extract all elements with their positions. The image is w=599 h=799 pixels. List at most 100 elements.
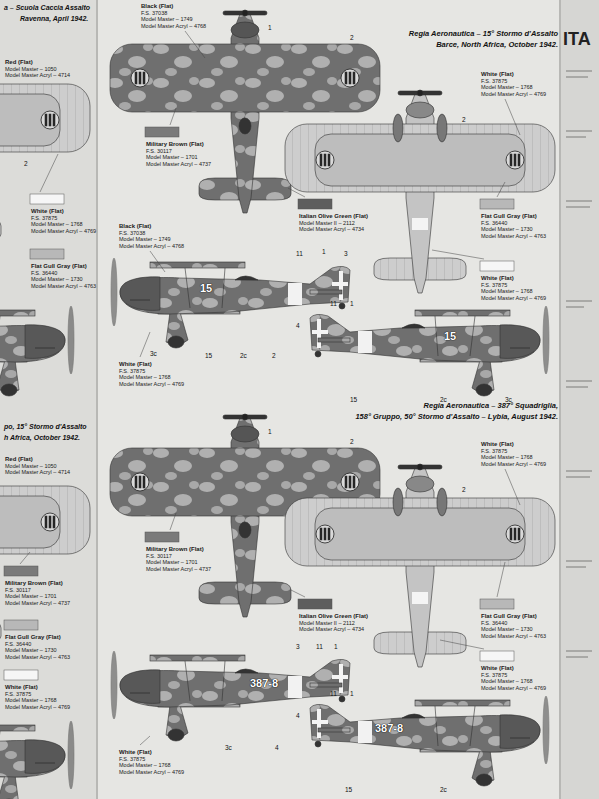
callout-number: 2 bbox=[350, 438, 354, 445]
callout-number: 1 bbox=[268, 24, 272, 31]
paint-name: Italian Olive Green (Flat) bbox=[299, 613, 371, 620]
paint-code: Model Master – 1768 bbox=[119, 762, 187, 768]
paint-code: Model Master Acryl – 4763 bbox=[31, 283, 99, 289]
paint-code: Model Master Acryl – 4763 bbox=[481, 233, 549, 239]
fuselage-code: 15 bbox=[200, 282, 212, 294]
illustration-part bbox=[30, 194, 64, 204]
paint-code: F.S. 37875 bbox=[481, 282, 549, 288]
callout-number: 1 bbox=[268, 428, 272, 435]
paint-code: Model Master – 1768 bbox=[31, 221, 99, 227]
fuselage-code: 15 bbox=[444, 330, 456, 342]
illustration-part bbox=[480, 261, 514, 271]
illustration-part bbox=[298, 199, 332, 209]
illustration-part bbox=[140, 736, 150, 745]
paint-name: Military Brown (Flat) bbox=[146, 546, 214, 553]
callout-number: 2 bbox=[462, 486, 466, 493]
callout-number: 11 bbox=[316, 643, 323, 650]
paint-code: Model Master Acryl – 4768 bbox=[141, 23, 209, 29]
paint-code: F.S. 37038 bbox=[119, 230, 187, 236]
callout-number: 4 bbox=[275, 744, 279, 751]
illustration-part bbox=[480, 599, 514, 609]
paint-code: F.S. 30117 bbox=[5, 587, 73, 593]
illustration-part bbox=[291, 590, 305, 597]
paint-code: Model Master – 1730 bbox=[5, 647, 73, 653]
paint-callout: Flat Gull Gray (Flat)F.S. 36440Model Mas… bbox=[4, 633, 74, 661]
illustration-part bbox=[566, 656, 588, 658]
illustration-part bbox=[497, 182, 505, 197]
illustration-part bbox=[566, 560, 592, 562]
paint-code: F.S. 36440 bbox=[5, 641, 73, 647]
paint-code: Model Master Acryl – 4769 bbox=[481, 91, 549, 97]
illustration-part bbox=[170, 513, 176, 530]
callout-number: 1 bbox=[350, 690, 354, 697]
illustration-part bbox=[566, 136, 586, 138]
paint-name: White (Flat) bbox=[5, 684, 73, 691]
panel-title: Ravenna, April 1942. bbox=[20, 15, 88, 23]
paint-callout: White (Flat)F.S. 37875Model Master – 176… bbox=[118, 360, 188, 388]
paint-name: White (Flat) bbox=[481, 71, 549, 78]
paint-code: Model Master Acryl – 4769 bbox=[119, 769, 187, 775]
paint-code: Model Master – 1701 bbox=[5, 593, 73, 599]
paint-code: F.S. 36440 bbox=[481, 220, 549, 226]
callout-number: 15 bbox=[345, 786, 352, 793]
paint-code: Model Master II – 2112 bbox=[299, 620, 371, 626]
paint-callout: Military Brown (Flat)F.S. 30117Model Mas… bbox=[145, 545, 215, 573]
paint-code: Model Master – 1749 bbox=[119, 236, 187, 242]
callout-number: 2 bbox=[272, 352, 276, 359]
callout-number: 4 bbox=[296, 712, 300, 719]
panel-title: po, 15° Stormo d'Assalto bbox=[4, 423, 87, 431]
paint-callout: Military Brown (Flat)F.S. 30117Model Mas… bbox=[4, 579, 74, 607]
illustration-part bbox=[145, 532, 179, 542]
callout-number: 2 bbox=[462, 116, 466, 123]
paint-code: Model Master Acryl – 4714 bbox=[5, 469, 73, 475]
paint-code: Model Master – 1768 bbox=[481, 454, 549, 460]
paint-code: Model Master – 1749 bbox=[141, 16, 209, 22]
paint-code: Model Master Acryl – 4769 bbox=[481, 295, 549, 301]
illustration-part bbox=[566, 206, 590, 208]
illustration-part bbox=[559, 0, 561, 799]
panel-title: 158° Gruppo, 50° Stormo d'Assalto – Lybi… bbox=[355, 413, 558, 421]
callout-number: 2 bbox=[350, 34, 354, 41]
paint-code: Model Master Acryl – 4769 bbox=[481, 685, 549, 691]
paint-code: Model Master Acryl – 4763 bbox=[481, 633, 549, 639]
paint-callout: Italian Olive Green (Flat)Model Master I… bbox=[298, 212, 372, 234]
paint-code: Model Master Acryl – 4714 bbox=[5, 72, 73, 78]
illustration-part bbox=[560, 0, 599, 799]
paint-code: F.S. 30117 bbox=[146, 553, 214, 559]
paint-code: F.S. 37038 bbox=[141, 10, 209, 16]
leader-lines bbox=[20, 31, 520, 745]
callout-number: 2 bbox=[24, 160, 28, 167]
paint-code: F.S. 37875 bbox=[5, 691, 73, 697]
fuselage-code: 387-8 bbox=[375, 722, 403, 734]
illustration-part bbox=[566, 470, 592, 472]
paint-callout: White (Flat)F.S. 37875Model Master – 176… bbox=[480, 440, 550, 468]
illustration-part bbox=[566, 650, 592, 652]
paint-name: Italian Olive Green (Flat) bbox=[299, 213, 371, 220]
paint-name: Red (Flat) bbox=[5, 59, 73, 66]
paint-code: Model Master Acryl – 4769 bbox=[5, 704, 73, 710]
illustration-part bbox=[566, 306, 584, 308]
paint-code: Model Master – 1701 bbox=[146, 559, 214, 565]
callout-number: 3 bbox=[296, 643, 300, 650]
illustration-part bbox=[480, 199, 514, 209]
paint-name: Black (Flat) bbox=[141, 3, 209, 10]
paint-code: Model Master – 1768 bbox=[481, 288, 549, 294]
paint-callout: White (Flat)F.S. 37875Model Master – 176… bbox=[480, 274, 550, 302]
paint-code: F.S. 37875 bbox=[31, 215, 99, 221]
paint-code: F.S. 30117 bbox=[146, 148, 214, 154]
callout-number: 3 bbox=[344, 250, 348, 257]
paint-code: Model Master Acryl – 4734 bbox=[299, 626, 371, 632]
paint-code: Model Master – 1768 bbox=[481, 84, 549, 90]
paint-code: Model Master – 1730 bbox=[481, 226, 549, 232]
callout-number: 3c bbox=[225, 744, 232, 751]
illustration-part bbox=[566, 70, 592, 658]
paint-callout: White (Flat)F.S. 37875Model Master – 176… bbox=[4, 683, 74, 711]
paint-code: Model Master – 1730 bbox=[31, 276, 99, 282]
paint-callout: Flat Gull Gray (Flat)F.S. 36440Model Mas… bbox=[480, 212, 550, 240]
paint-callout: White (Flat)F.S. 37875Model Master – 176… bbox=[480, 70, 550, 98]
illustration-part bbox=[566, 200, 592, 202]
paint-code: Model Master – 1050 bbox=[5, 66, 73, 72]
paint-name: Flat Gull Gray (Flat) bbox=[5, 634, 73, 641]
paint-name: White (Flat) bbox=[119, 749, 187, 756]
illustration-part bbox=[310, 306, 549, 396]
